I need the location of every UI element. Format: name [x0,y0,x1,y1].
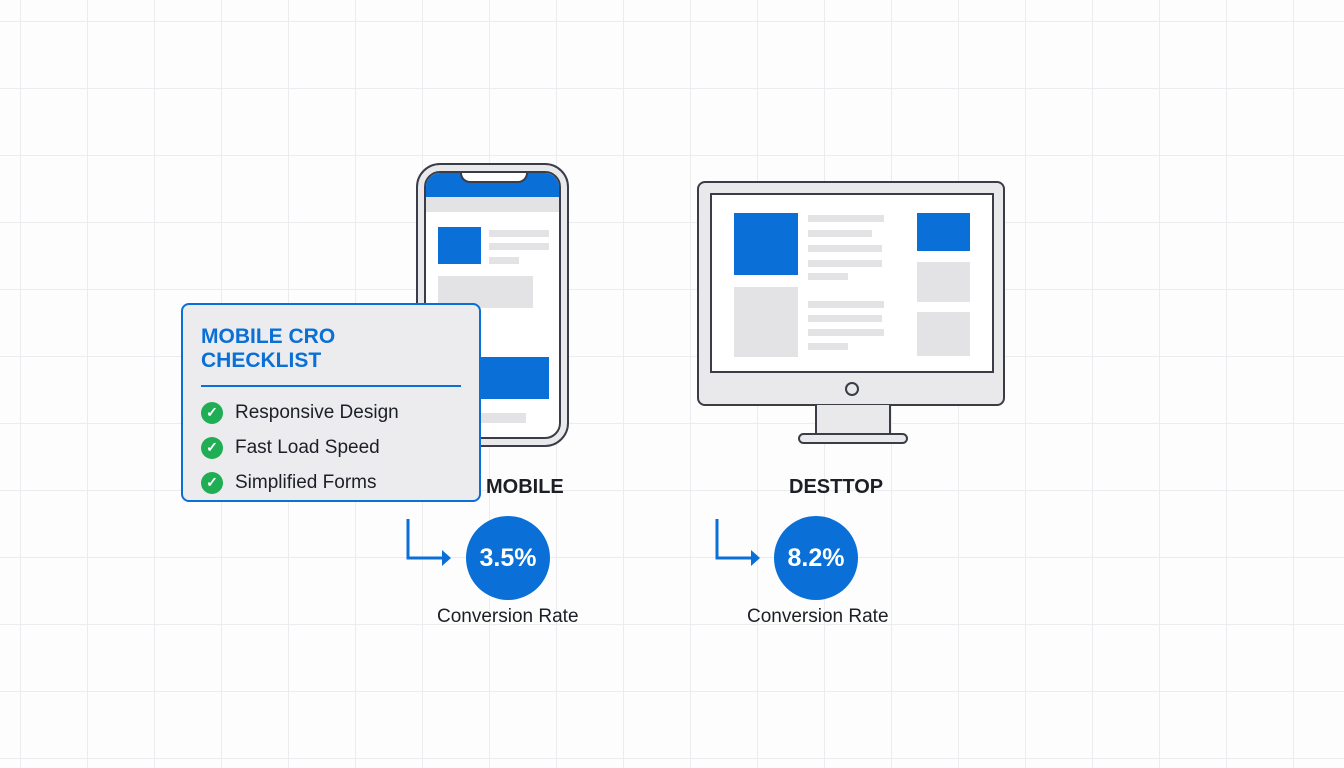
desktop-rate-badge: 8.2% [774,516,858,600]
checklist-item: ✓ Fast Load Speed [201,430,461,465]
desktop-rate-label: Conversion Rate [747,606,889,627]
check-icon: ✓ [201,471,223,494]
checklist-title: MOBILE CRO CHECKLIST [201,325,336,372]
check-icon: ✓ [201,401,223,424]
arrow-icon [715,519,760,566]
arrow-icon [406,519,451,566]
checklist-item-label: Responsive Design [235,401,399,423]
mobile-rate-label: Conversion Rate [437,606,579,627]
check-icon: ✓ [201,436,223,459]
checklist-card: MOBILE CRO CHECKLIST ✓Responsive Design … [181,303,481,502]
desktop-illustration [697,181,1005,406]
checklist-item: ✓ Responsive Design [201,395,461,430]
desktop-label: DESTTOP [789,476,884,498]
checklist-item-label: Simplified Forms [235,471,377,493]
mobile-rate-badge: 3.5% [466,516,550,600]
checklist-item-label: Fast Load Speed [235,436,380,458]
checklist-item: ✓ Simplified Forms [201,465,461,500]
mobile-label: MOBILE [486,476,564,498]
